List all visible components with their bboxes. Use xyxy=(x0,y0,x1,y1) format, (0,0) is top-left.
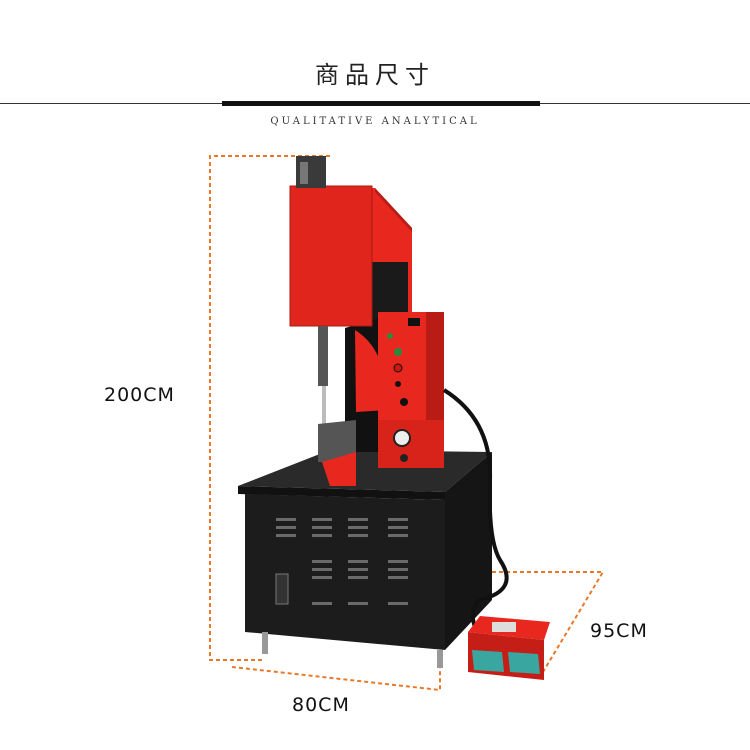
width-dimension-label: 80CM xyxy=(292,694,350,716)
foot-pedal xyxy=(468,616,550,680)
width-guide xyxy=(231,666,441,692)
height-guide xyxy=(209,155,330,661)
cabinet-foot-right xyxy=(437,650,443,668)
pressure-gauge xyxy=(393,429,411,447)
title-divider-accent xyxy=(222,101,540,106)
ram-rod xyxy=(318,326,328,386)
control-panel xyxy=(378,312,444,468)
anvil xyxy=(318,420,356,462)
depth-guide xyxy=(485,571,605,678)
dimension-guides xyxy=(209,155,605,692)
cabinet-foot-left xyxy=(262,632,268,654)
depth-dimension-label: 95CM xyxy=(590,620,648,642)
section-subtitle: QUALITATIVE ANALYTICAL xyxy=(270,116,480,127)
height-dimension-label: 200CM xyxy=(104,384,175,406)
pedal-hose xyxy=(442,388,509,631)
section-title: 商品尺寸 xyxy=(315,61,435,89)
press-body xyxy=(289,156,412,486)
cabinet xyxy=(238,450,492,668)
cabinet-vents xyxy=(276,518,408,605)
cabinet-door-lock xyxy=(275,573,289,605)
